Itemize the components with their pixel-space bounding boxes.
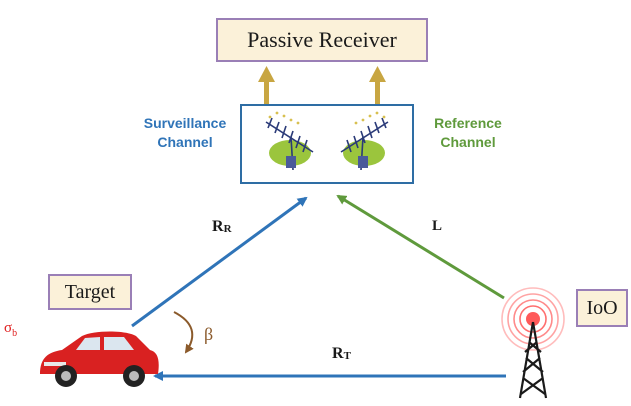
- surveillance-channel-line1: Surveillance: [143, 115, 227, 131]
- surveillance-channel-line2: Channel: [157, 134, 213, 150]
- l-main: L: [432, 218, 443, 234]
- l-path-label: L: [432, 218, 442, 235]
- up-arrow-left: [258, 66, 275, 104]
- antenna-box: [240, 104, 414, 184]
- rt-sub: T: [343, 350, 351, 362]
- l-path-arrow: [336, 194, 505, 300]
- surveillance-antenna-icon: [265, 111, 314, 171]
- reference-channel-line1: Reference: [434, 115, 502, 131]
- rr-path-label: RR: [212, 218, 232, 236]
- reference-channel-label: Reference Channel: [418, 114, 518, 152]
- ioo-label: IoO: [586, 296, 618, 319]
- reference-antenna-icon: [340, 111, 389, 171]
- rr-sub: R: [223, 223, 232, 235]
- beta-angle-label: β: [204, 324, 214, 344]
- reference-channel-line2: Channel: [440, 134, 496, 150]
- ioo-tower-icon: [501, 287, 565, 399]
- rr-path-arrow: [131, 196, 308, 328]
- passive-receiver-box: Passive Receiver: [216, 18, 428, 62]
- rr-main: R: [212, 218, 224, 235]
- sigma-symbol: σ: [4, 320, 13, 336]
- rt-main: R: [332, 345, 344, 362]
- target-box: Target: [48, 274, 132, 310]
- target-label: Target: [64, 280, 116, 303]
- sigma-sub: b: [12, 328, 18, 339]
- beta-angle-arc: [173, 311, 194, 354]
- surveillance-channel-label: Surveillance Channel: [130, 114, 240, 152]
- up-arrow-right: [369, 66, 386, 104]
- rcs-sigma-label: σb: [4, 320, 17, 339]
- passive-receiver-label: Passive Receiver: [247, 27, 397, 52]
- rt-path-label: RT: [332, 345, 351, 363]
- car-icon: [40, 331, 159, 387]
- ioo-box: IoO: [576, 289, 628, 327]
